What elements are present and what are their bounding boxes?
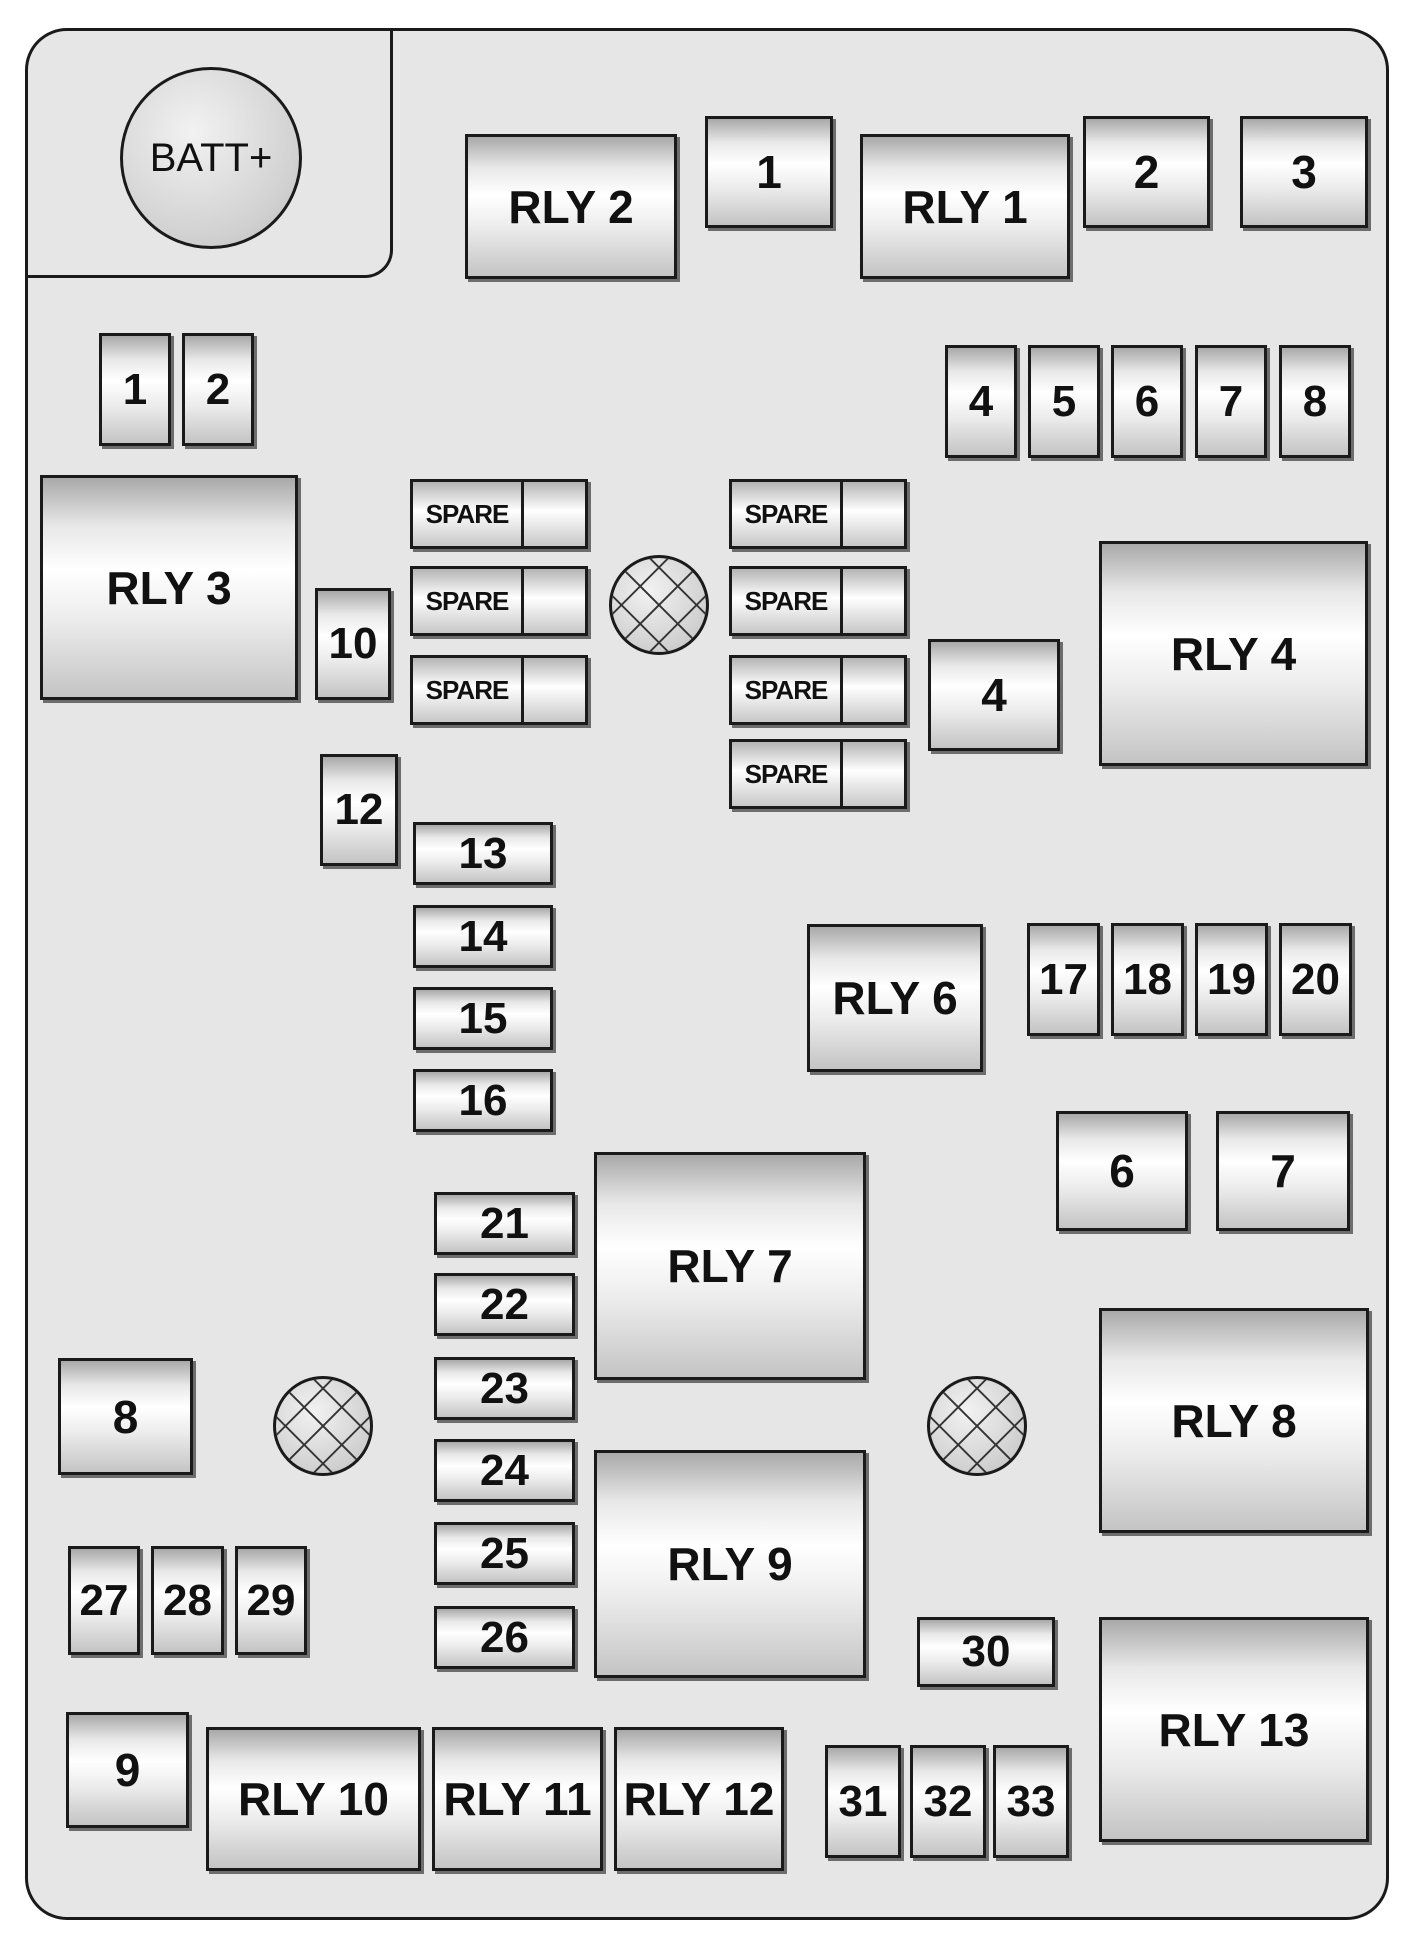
fuse-1-top: 1 [705,116,833,228]
fuse-12: 12 [320,754,398,866]
spare-fuse-left-3: SPARE [410,655,588,725]
spare-label: SPARE [732,658,843,722]
battery-terminal-area [25,28,393,278]
spare-fuse-right-2: SPARE [729,566,907,636]
fuse-9-large: 9 [66,1712,189,1828]
fuse-15: 15 [413,987,553,1050]
spare-fuse-left-1: SPARE [410,479,588,549]
battery-label: BATT+ [149,135,273,180]
fuse-18: 18 [1111,923,1184,1036]
fuse-25: 25 [434,1522,575,1585]
fuse-32: 32 [910,1745,986,1858]
fuse-19: 19 [1195,923,1268,1036]
fuse-2-top: 2 [1083,116,1210,228]
fuse-31: 31 [825,1745,901,1858]
relay-2: RLY 2 [465,134,677,279]
relay-1: RLY 1 [860,134,1070,279]
fuse-29: 29 [235,1546,307,1655]
spare-fuse-right-1: SPARE [729,479,907,549]
fuse-7-mini: 7 [1195,345,1267,458]
fuse-10: 10 [315,588,391,700]
fuse-26: 26 [434,1606,575,1669]
relay-13: RLY 13 [1099,1617,1369,1842]
relay-8: RLY 8 [1099,1308,1369,1533]
fuse-27: 27 [68,1546,140,1655]
fuse-17: 17 [1027,923,1100,1036]
fuse-6-mini: 6 [1111,345,1183,458]
fuse-16: 16 [413,1069,553,1132]
fuse-7-large: 7 [1216,1111,1350,1231]
fuse-33: 33 [993,1745,1069,1858]
fuse-4-large: 4 [928,639,1060,751]
fuse-30: 30 [917,1617,1055,1687]
fuse-28: 28 [151,1546,224,1655]
fuse-1-mini: 1 [99,333,171,446]
spare-label: SPARE [413,658,524,722]
spare-fuse-right-4: SPARE [729,739,907,809]
fuse-14: 14 [413,905,553,968]
battery-positive-terminal: BATT+ [120,67,302,249]
relay-3: RLY 3 [40,475,298,700]
fuse-22: 22 [434,1273,575,1336]
fuse-8-large: 8 [58,1358,193,1475]
fuse-21: 21 [434,1192,575,1255]
relay-6: RLY 6 [807,924,983,1072]
fuse-3-top: 3 [1240,116,1368,228]
mounting-screw-right [927,1376,1027,1476]
spare-fuse-left-2: SPARE [410,566,588,636]
spare-label: SPARE [413,482,524,546]
spare-label: SPARE [413,569,524,633]
relay-10: RLY 10 [206,1727,421,1871]
relay-11: RLY 11 [432,1727,603,1871]
spare-label: SPARE [732,569,843,633]
fuse-6-large: 6 [1056,1111,1188,1231]
spare-fuse-right-3: SPARE [729,655,907,725]
relay-9: RLY 9 [594,1450,866,1678]
fuse-4-mini: 4 [945,345,1017,458]
relay-7: RLY 7 [594,1152,866,1380]
mounting-screw-top [609,555,709,655]
fuse-2-mini: 2 [182,333,254,446]
fuse-5-mini: 5 [1028,345,1100,458]
relay-4: RLY 4 [1099,541,1368,766]
mounting-screw-left [273,1376,373,1476]
fuse-13: 13 [413,822,553,885]
spare-label: SPARE [732,482,843,546]
fuse-23: 23 [434,1357,575,1420]
fuse-24: 24 [434,1439,575,1502]
fuse-20: 20 [1279,923,1352,1036]
fuse-8-mini: 8 [1279,345,1351,458]
spare-label: SPARE [732,742,843,806]
relay-12: RLY 12 [614,1727,784,1871]
